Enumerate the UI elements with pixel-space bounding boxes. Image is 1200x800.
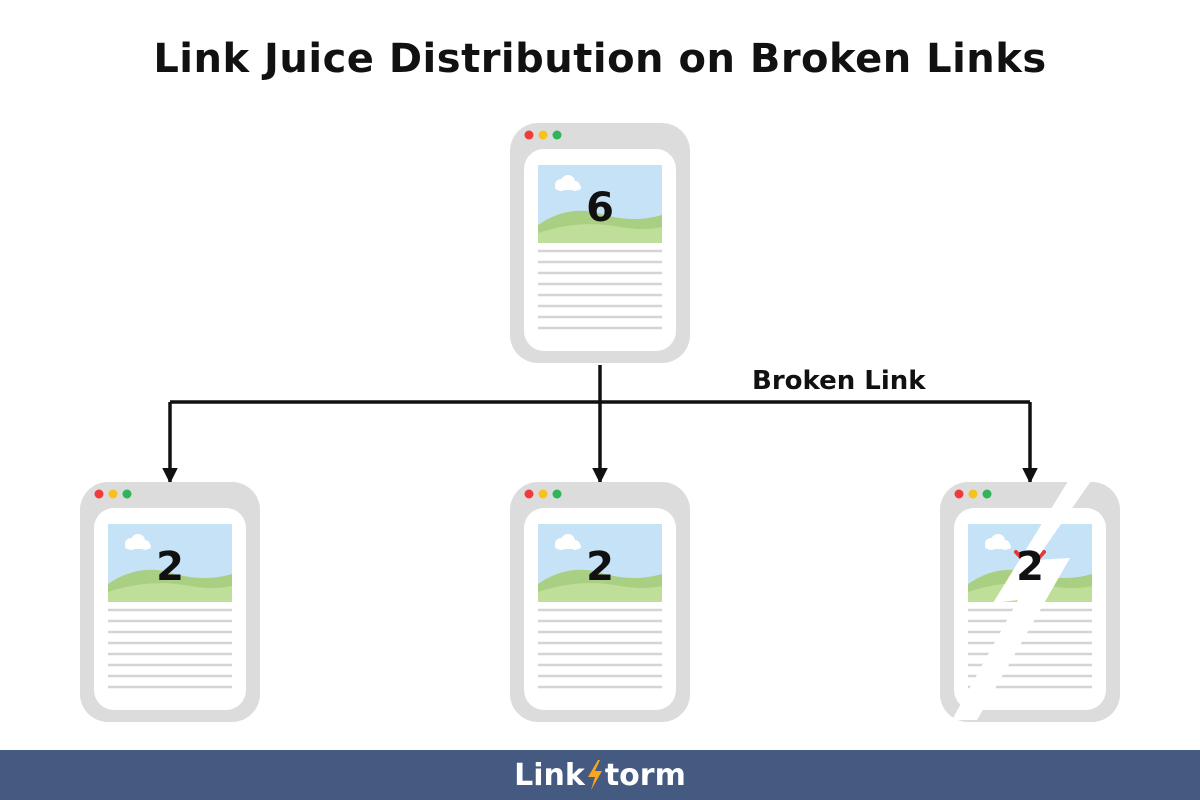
middle-page-value: 2 <box>586 544 614 590</box>
left-page-value: 2 <box>156 544 184 590</box>
footer-bar: Link torm <box>0 750 1200 800</box>
link-diagram <box>80 123 1120 722</box>
crack-icon <box>952 478 1093 720</box>
broken-page-value: 2 <box>1016 544 1044 590</box>
lightning-bolt-icon <box>587 760 602 790</box>
source-page-value: 6 <box>586 185 614 231</box>
broken-link-label: Broken Link <box>752 366 926 396</box>
diagram-title: Link Juice Distribution on Broken Links <box>153 36 1047 82</box>
source-page-icon <box>510 123 690 363</box>
middle-page-icon <box>510 482 690 722</box>
logo-text-link: Link <box>514 757 585 793</box>
left-page-icon <box>80 482 260 722</box>
logo-text-torm: torm <box>604 757 686 793</box>
linkstorm-logo: Link torm <box>514 758 686 793</box>
